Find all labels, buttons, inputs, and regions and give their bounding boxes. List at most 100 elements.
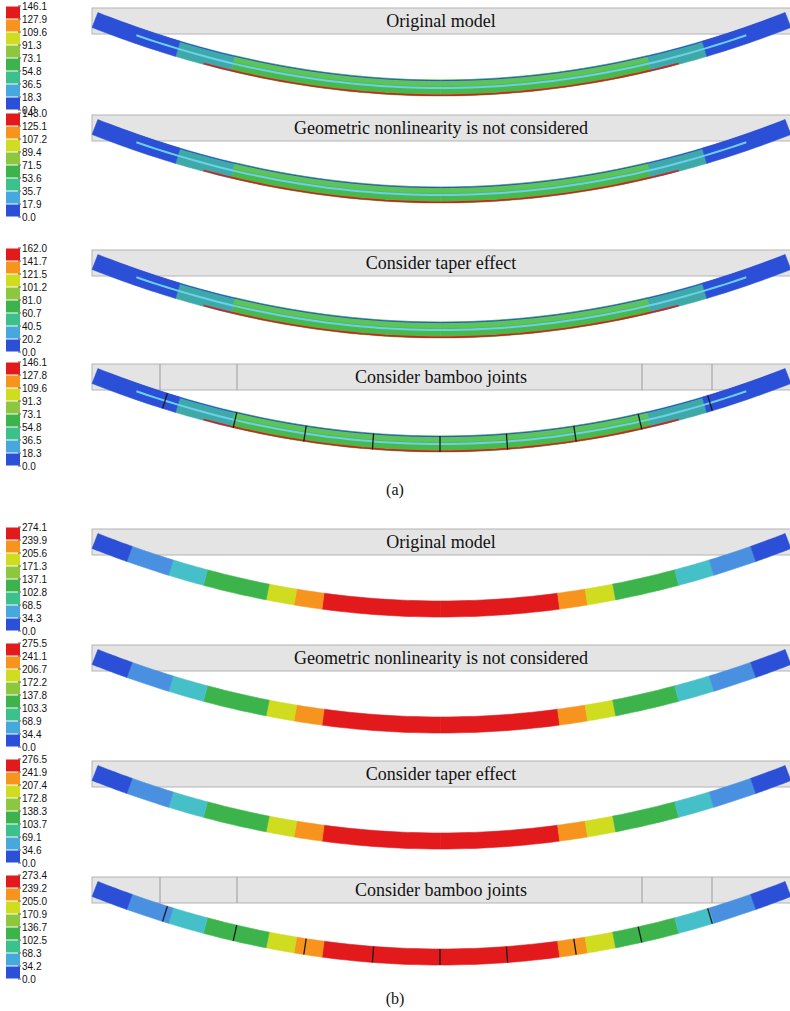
beam-segment — [234, 298, 649, 328]
colorbar-value: 138.3 — [22, 806, 47, 817]
colorbar-band — [6, 709, 20, 721]
colorbar-value: 146.1 — [22, 1, 47, 12]
colorbar-tick — [18, 837, 21, 838]
colorbar-band — [6, 735, 20, 747]
colorbar-tick — [18, 721, 21, 722]
colorbar-tick — [18, 566, 21, 567]
colorbar-band — [6, 928, 20, 940]
colorbar-band — [6, 683, 20, 695]
bamboo-joint — [574, 426, 576, 442]
colorbar-value: 0.0 — [22, 626, 36, 637]
beam-segment — [92, 766, 132, 794]
beam-segment — [169, 908, 208, 933]
colorbar-tick — [18, 19, 21, 20]
colorbar-tick — [18, 388, 21, 389]
colorbar-tick — [18, 643, 21, 644]
colorbar-band — [6, 541, 20, 553]
colorbar-band — [6, 722, 20, 734]
undeformed-beam — [92, 877, 790, 903]
colorbar-tick — [18, 850, 21, 851]
case-title: Consider taper effect — [364, 253, 519, 274]
colorbar-value: 207.4 — [22, 780, 47, 791]
colorbar-tick — [18, 261, 21, 262]
colorbar-value: 103.7 — [22, 819, 47, 830]
colorbar-band — [6, 192, 20, 204]
beam-segment — [234, 412, 649, 442]
colorbar-tick — [18, 669, 21, 670]
colorbar-tick — [18, 217, 21, 218]
beam-segment — [675, 560, 714, 585]
colorbar-value: 239.9 — [22, 535, 47, 546]
beam-segment — [585, 584, 616, 605]
colorbar-tick — [18, 352, 21, 353]
beam-segment — [709, 662, 756, 691]
bamboo-joint — [439, 949, 440, 965]
colorbar-tick — [18, 6, 21, 7]
beam-segment — [322, 825, 441, 849]
beam-segment — [613, 918, 679, 948]
colorbar-tick — [18, 682, 21, 683]
subplot — [6, 6, 790, 110]
colorbar-tick — [18, 979, 21, 980]
colorbar-tick — [18, 579, 21, 580]
beam-segment — [92, 369, 180, 413]
colorbar-tick — [18, 274, 21, 275]
colorbar-value: 0.0 — [22, 347, 36, 358]
bamboo-joint — [233, 925, 237, 941]
colorbar-tick — [18, 901, 21, 902]
colorbar-band — [6, 376, 20, 388]
colorbar-band — [6, 786, 20, 798]
colorbar-value: 34.2 — [22, 961, 41, 972]
colorbar-tick — [18, 248, 21, 249]
colorbar-value: 121.5 — [22, 269, 47, 280]
colorbar-tick — [18, 178, 21, 179]
colorbar-tick — [18, 527, 21, 528]
colorbar-tick — [18, 375, 21, 376]
case-title: Geometric nonlinearity is not considered — [292, 118, 590, 139]
colorbar-tick — [18, 191, 21, 192]
case-title: Consider taper effect — [364, 764, 519, 785]
tension-edge — [204, 64, 679, 96]
colorbar-value: 40.5 — [22, 321, 41, 332]
beam-segment — [203, 802, 269, 832]
beam-segment — [675, 792, 714, 817]
colorbar-tick — [18, 287, 21, 288]
colorbar-band — [6, 838, 20, 850]
colorbar-band — [6, 166, 20, 178]
colorbar-tick — [18, 362, 21, 363]
bamboo-joint — [638, 927, 642, 943]
joint-line — [712, 364, 713, 390]
case-title: Original model — [384, 11, 497, 32]
colorbar-value: 54.8 — [22, 66, 41, 77]
beam-segment — [709, 778, 756, 807]
subplot — [6, 875, 790, 979]
colorbar-tick — [18, 940, 21, 941]
colorbar-tick — [18, 110, 21, 111]
beam-segment — [169, 560, 208, 585]
beam-segment — [702, 120, 790, 164]
colorbar-tick — [18, 165, 21, 166]
beam-segment — [234, 56, 649, 86]
colorbar-tick — [18, 708, 21, 709]
beam-segment — [585, 816, 616, 837]
colorbar-tick — [18, 618, 21, 619]
colorbar-tick — [18, 631, 21, 632]
colorbar-band — [6, 593, 20, 605]
case-title: Consider bamboo joints — [353, 367, 529, 388]
subplot — [6, 362, 790, 466]
colorbar-tick — [18, 97, 21, 98]
colorbar-value: 136.7 — [22, 922, 47, 933]
colorbar-value: 171.3 — [22, 561, 47, 572]
colorbar-tick — [18, 58, 21, 59]
colorbar-value: 0.0 — [22, 461, 36, 472]
beam-segment — [127, 546, 174, 575]
colorbar-band — [6, 825, 20, 837]
beam-segment — [322, 593, 441, 617]
beam-segment — [92, 534, 132, 562]
colorbar-band — [6, 644, 20, 656]
colorbar-value: 103.3 — [22, 703, 47, 714]
colorbar-value: 276.5 — [22, 754, 47, 765]
colorbar-tick — [18, 759, 21, 760]
beam-segment — [294, 589, 324, 609]
